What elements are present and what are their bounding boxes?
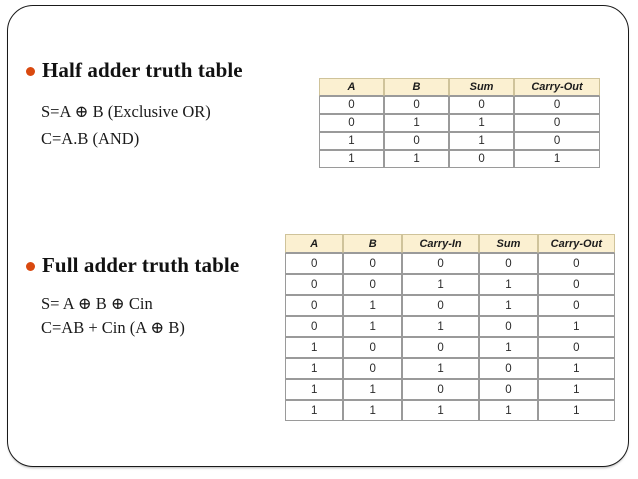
table-cell: 0: [514, 132, 600, 150]
table-cell: 0: [401, 295, 480, 316]
table-cell: 1: [537, 379, 615, 400]
table-cell: 0: [479, 316, 538, 337]
table-row: 1 0 1 0: [319, 132, 600, 150]
table-cell: 1: [449, 114, 515, 132]
column-header: A: [319, 78, 385, 96]
table-cell: 0: [285, 253, 344, 274]
half-adder-heading-row: Half adder truth table: [26, 58, 243, 83]
table-cell: 0: [479, 379, 538, 400]
table-row: 1 0 0 1 0: [285, 337, 615, 358]
bullet-dot-icon: [26, 67, 35, 76]
column-header: Carry-Out: [514, 78, 600, 96]
table-cell: 0: [449, 96, 515, 114]
column-header: Carry-In: [401, 234, 480, 253]
table-cell: 0: [319, 96, 385, 114]
table-cell: 0: [401, 337, 480, 358]
half-adder-sum-equation: S=A ⊕ B (Exclusive OR): [41, 102, 211, 121]
table-cell: 0: [285, 295, 344, 316]
table-cell: 1: [384, 150, 450, 168]
table-cell: 1: [401, 358, 480, 379]
table-header-row: A B Carry-In Sum Carry-Out: [285, 234, 615, 253]
full-adder-sum-equation: S= A ⊕ B ⊕ Cin: [41, 294, 153, 313]
table-row: 0 0 1 1 0: [285, 274, 615, 295]
half-adder-carry-equation: C=A.B (AND): [41, 128, 140, 148]
table-cell: 1: [285, 379, 344, 400]
column-header: Sum: [449, 78, 515, 96]
table-row: 0 1 1 0 1: [285, 316, 615, 337]
table-cell: 0: [479, 358, 538, 379]
full-adder-equations: S= A ⊕ B ⊕ Cin C=AB + Cin (A ⊕ B): [26, 292, 239, 340]
table-cell: 1: [479, 295, 538, 316]
column-header: Sum: [479, 234, 538, 253]
table-cell: 1: [285, 400, 344, 421]
table-cell: 0: [479, 253, 538, 274]
table-cell: 0: [384, 96, 450, 114]
column-header: A: [285, 234, 344, 253]
table-cell: 0: [343, 337, 402, 358]
bullet-dot-icon: [26, 262, 35, 271]
full-adder-heading: Full adder truth table: [42, 253, 240, 277]
table-cell: 0: [319, 114, 385, 132]
table-cell: 1: [319, 132, 385, 150]
table-cell: 1: [401, 400, 480, 421]
table-row: 1 1 0 1: [319, 150, 600, 168]
column-header: Carry-Out: [537, 234, 615, 253]
full-adder-carry-equation: C=AB + Cin (A ⊕ B): [41, 317, 185, 337]
table-cell: 1: [384, 114, 450, 132]
table-cell: 1: [343, 316, 402, 337]
table-cell: 0: [537, 253, 615, 274]
full-adder-heading-row: Full adder truth table: [26, 253, 239, 278]
table-cell: 0: [384, 132, 450, 150]
table-cell: 0: [343, 274, 402, 295]
column-header: B: [384, 78, 450, 96]
table-row: 1 1 1 1 1: [285, 400, 615, 421]
table-cell: 0: [537, 274, 615, 295]
table-cell: 1: [343, 400, 402, 421]
full-adder-truth-table: A B Carry-In Sum Carry-Out 0 0 0 0 0 0 0…: [285, 234, 615, 421]
table-row: 0 1 1 0: [319, 114, 600, 132]
table-cell: 1: [401, 274, 480, 295]
table-cell: 1: [343, 379, 402, 400]
table-cell: 1: [537, 358, 615, 379]
table-cell: 1: [449, 132, 515, 150]
table-cell: 1: [343, 295, 402, 316]
table-cell: 0: [514, 96, 600, 114]
table-cell: 0: [537, 295, 615, 316]
half-adder-heading: Half adder truth table: [42, 58, 243, 82]
table-row: 1 0 1 0 1: [285, 358, 615, 379]
table-cell: 1: [285, 358, 344, 379]
column-header: B: [343, 234, 402, 253]
table-cell: 0: [514, 114, 600, 132]
table-header-row: A B Sum Carry-Out: [319, 78, 600, 96]
table-cell: 0: [449, 150, 515, 168]
table-cell: 0: [537, 337, 615, 358]
table-cell: 1: [479, 400, 538, 421]
table-cell: 0: [401, 379, 480, 400]
table-cell: 1: [479, 274, 538, 295]
table-cell: 1: [479, 337, 538, 358]
table-cell: 0: [285, 316, 344, 337]
table-cell: 0: [343, 358, 402, 379]
table-cell: 1: [285, 337, 344, 358]
table-row: 0 1 0 1 0: [285, 295, 615, 316]
table-cell: 1: [537, 316, 615, 337]
table-row: 1 1 0 0 1: [285, 379, 615, 400]
half-adder-equations: S=A ⊕ B (Exclusive OR) C=A.B (AND): [26, 99, 243, 152]
full-adder-section: Full adder truth table S= A ⊕ B ⊕ Cin C=…: [26, 253, 239, 340]
table-cell: 1: [401, 316, 480, 337]
table-cell: 0: [343, 253, 402, 274]
table-cell: 1: [537, 400, 615, 421]
table-cell: 0: [401, 253, 480, 274]
half-adder-section: Half adder truth table S=A ⊕ B (Exclusiv…: [26, 58, 243, 152]
table-cell: 1: [319, 150, 385, 168]
table-row: 0 0 0 0: [319, 96, 600, 114]
table-row: 0 0 0 0 0: [285, 253, 615, 274]
half-adder-truth-table: A B Sum Carry-Out 0 0 0 0 0 1 1 0 1 0: [319, 78, 600, 168]
table-cell: 0: [285, 274, 344, 295]
table-cell: 1: [514, 150, 600, 168]
